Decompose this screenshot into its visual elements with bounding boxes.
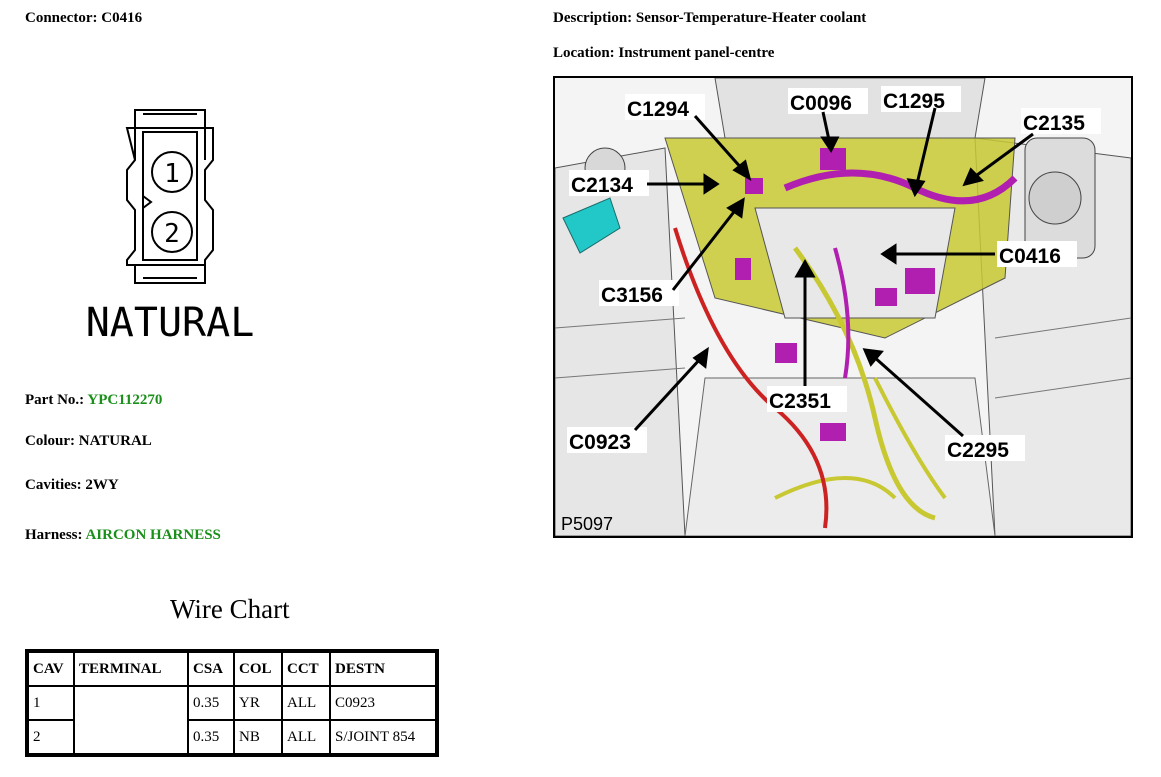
connector-face-diagram: 1 2 NATURAL [86,109,255,346]
cell-destn: S/JOINT 854 [330,720,436,754]
cavity-2-circle [151,211,193,253]
photo-ref: P5097 [561,514,613,534]
cell-cct: ALL [282,686,330,720]
callout-c2295: C2295 [947,439,1009,462]
wire-chart-title: Wire Chart [170,594,290,624]
location-photo: C1294 C0096 C1295 C2135 C2134 C0416 C315… [553,76,1133,538]
callout-c2134: C2134 [571,174,633,197]
callout-c3156: C3156 [601,284,663,307]
callout-c0096: C0096 [790,92,852,115]
connector-label: Connector: [25,10,98,26]
location-line: Location: Instrument panel-centre [553,45,774,62]
location-label: Location: [553,45,615,61]
cavity-1-number: 1 [164,159,180,189]
connector-value: C0416 [101,10,143,26]
description-label: Description: [553,10,633,26]
colour-label: Colour: [25,433,75,449]
colour-caption: NATURAL [86,300,255,346]
callout-c1295: C1295 [883,90,945,113]
cavities-line: Cavities: 2WY [25,477,119,494]
harness-line: Harness: AIRCON HARNESS [25,527,221,544]
header-terminal: TERMINAL [74,652,188,686]
header-destn: DESTN [330,652,436,686]
header-cct: CCT [282,652,330,686]
callout-c1294: C1294 [627,98,689,121]
cavities-label: Cavities: [25,477,82,493]
wire-chart-table: CAV TERMINAL CSA COL CCT DESTN 1 0.35 YR… [25,649,439,757]
callout-c2351: C2351 [769,390,831,413]
table-row: 2 0.35 NB ALL S/JOINT 854 [28,720,436,754]
callout-c0416: C0416 [999,245,1061,268]
harness-label: Harness: [25,527,83,543]
top-latch-shape [134,109,206,129]
connector-line: Connector: C0416 [25,10,142,27]
part-no-line: Part No.: YPC112270 [25,392,162,409]
table-row: 1 0.35 YR ALL C0923 [28,686,436,754]
part-no-label: Part No.: [25,392,85,408]
cell-col: NB [234,720,282,754]
cell-cct: ALL [282,720,330,754]
wire-chart-header-row: CAV TERMINAL CSA COL CCT DESTN [28,652,436,686]
description-value: Sensor-Temperature-Heater coolant [635,10,867,26]
harness-link[interactable]: AIRCON HARNESS [85,527,221,543]
cell-terminal [74,686,188,754]
bottom-latch-shape [134,264,206,284]
cell-cav: 1 [28,686,74,720]
description-line: Description: Sensor-Temperature-Heater c… [553,10,866,27]
part-no-link[interactable]: YPC112270 [87,392,163,408]
colour-line: Colour: NATURAL [25,433,152,450]
cell-col: YR [234,686,282,720]
header-col: COL [234,652,282,686]
cell-cav: 2 [28,720,74,754]
callout-c2135: C2135 [1023,112,1085,135]
header-csa: CSA [188,652,234,686]
colour-value: NATURAL [78,433,152,449]
location-photo-drawing: C1294 C0096 C1295 C2135 C2134 C0416 C315… [555,78,1131,536]
cavity-2-number: 2 [164,219,180,249]
cavity-1-circle [151,151,193,193]
cell-csa: 0.35 [188,686,234,720]
location-value: Instrument panel-centre [618,45,775,61]
callout-c0923: C0923 [569,431,631,454]
cavities-value: 2WY [85,477,119,493]
cell-csa: 0.35 [188,720,234,754]
header-cav: CAV [28,652,74,686]
cell-destn: C0923 [330,686,436,720]
